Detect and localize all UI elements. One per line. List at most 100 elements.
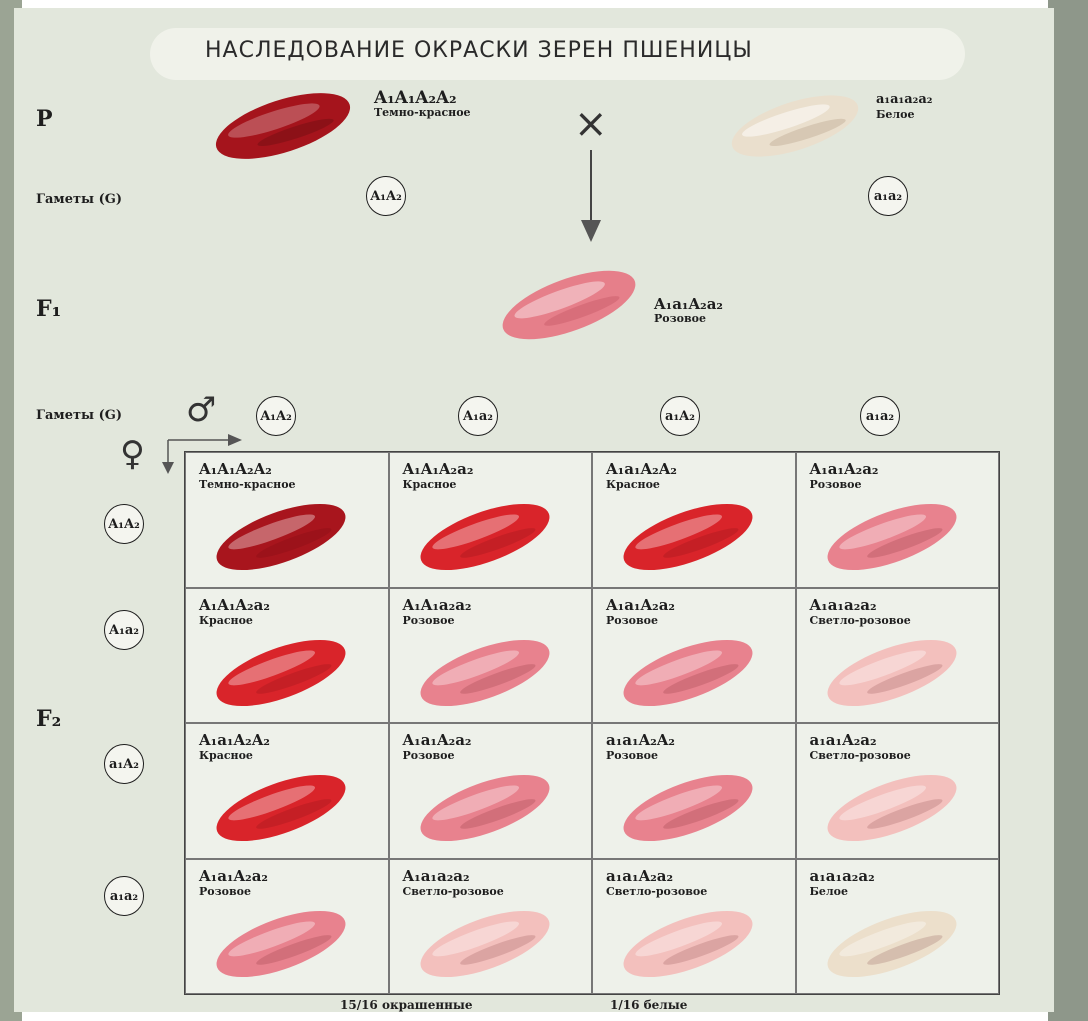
punnett-cell: A₁A₁A₂A₂Темно-красное (185, 452, 389, 588)
cell-phenotype: Светло-розовое (810, 614, 911, 627)
diagram-title: НАСЛЕДОВАНИЕ ОКРАСКИ ЗЕРЕН ПШЕНИЦЫ (205, 38, 753, 63)
wheat-grain (817, 631, 967, 715)
cross-symbol: × (574, 104, 608, 144)
punnett-cell: A₁a₁a₂a₂Светло-розовое (796, 588, 1000, 724)
grain-body (819, 766, 964, 850)
parent-2-phenotype: Белое (876, 108, 932, 121)
cell-phenotype: Розовое (403, 749, 455, 762)
cell-phenotype: Светло-розовое (810, 749, 911, 762)
wheat-grain (410, 902, 560, 986)
cell-phenotype: Розовое (606, 749, 658, 762)
cell-genotype: A₁A₁A₂A₂ (199, 461, 272, 477)
wheat-grain (206, 902, 356, 986)
grain-body (819, 631, 964, 715)
female-gamete-3: a₁A₂ (104, 744, 144, 784)
cell-phenotype: Красное (199, 614, 253, 627)
wheat-grain (410, 631, 560, 715)
cell-phenotype: Белое (810, 885, 849, 898)
parent-2-grain-body (725, 86, 865, 166)
f1-phenotype: Розовое (654, 312, 723, 325)
grain-body (819, 495, 964, 579)
male-gamete-1: A₁A₂ (256, 396, 296, 436)
label-f1: F₁ (36, 296, 61, 322)
label-gametes-parents: Гаметы (G) (36, 192, 122, 207)
male-gamete-4: a₁a₂ (860, 396, 900, 436)
grain-body (616, 902, 761, 986)
cell-genotype: a₁a₁a₂a₂ (810, 868, 875, 884)
parent-1-gamete: A₁A₂ (366, 176, 406, 216)
cell-genotype: A₁a₁A₂a₂ (403, 732, 472, 748)
grain-body (209, 766, 354, 850)
female-gamete-4: a₁a₂ (104, 876, 144, 916)
cell-genotype: A₁A₁a₂a₂ (403, 597, 472, 613)
female-symbol: ♀ (120, 436, 145, 472)
male-gamete-2: A₁a₂ (458, 396, 498, 436)
punnett-cell: a₁a₁A₂A₂Розовое (592, 723, 796, 859)
parent-1-phenotype: Темно-красное (374, 106, 471, 119)
wheat-grain (206, 766, 356, 850)
cell-phenotype: Красное (403, 478, 457, 491)
summary-white: 1/16 белые (610, 998, 687, 1012)
cross-arrow (576, 150, 606, 245)
female-gamete-2: A₁a₂ (104, 610, 144, 650)
cell-phenotype: Розовое (606, 614, 658, 627)
male-gamete-3: a₁A₂ (660, 396, 700, 436)
cell-phenotype: Розовое (199, 885, 251, 898)
cell-phenotype: Красное (199, 749, 253, 762)
cell-genotype: A₁a₁A₂A₂ (606, 461, 677, 477)
cell-phenotype: Светло-розовое (606, 885, 707, 898)
wheat-grain (817, 495, 967, 579)
label-gametes-f1: Гаметы (G) (36, 408, 122, 423)
parent-2-grain (720, 86, 870, 166)
f1-genotype: A₁a₁A₂a₂ (654, 296, 723, 312)
cell-genotype: a₁a₁A₂a₂ (606, 868, 673, 884)
grain-body (819, 902, 964, 986)
f1-grain (494, 262, 644, 348)
cell-phenotype: Темно-красное (199, 478, 296, 491)
male-symbol: ♂ (186, 392, 216, 428)
punnett-cell: A₁a₁A₂A₂Красное (185, 723, 389, 859)
wheat-grain (613, 495, 763, 579)
grain-body (209, 495, 354, 579)
cell-genotype: A₁a₁A₂a₂ (199, 868, 268, 884)
cell-genotype: A₁A₁A₂a₂ (199, 597, 270, 613)
grain-body (412, 902, 557, 986)
wheat-grain (410, 766, 560, 850)
label-p: P (36, 106, 53, 132)
cell-genotype: A₁a₁A₂a₂ (606, 597, 675, 613)
grain-body (209, 631, 354, 715)
wheat-grain (613, 766, 763, 850)
grain-body (616, 766, 761, 850)
wheat-grain (206, 495, 356, 579)
cell-phenotype: Красное (606, 478, 660, 491)
cell-genotype: a₁a₁A₂a₂ (810, 732, 877, 748)
grain-body (209, 902, 354, 986)
wheat-grain (410, 495, 560, 579)
cell-phenotype: Светло-розовое (403, 885, 504, 898)
parent-2-genotype: a₁a₁a₂a₂ (876, 92, 932, 108)
cell-genotype: A₁a₁a₂a₂ (403, 868, 470, 884)
cell-genotype: A₁a₁a₂a₂ (810, 597, 877, 613)
grain-body (412, 766, 557, 850)
female-gamete-1: A₁A₂ (104, 504, 144, 544)
grain-body (412, 631, 557, 715)
cell-phenotype: Розовое (810, 478, 862, 491)
grain-body (412, 495, 557, 579)
grain-body (616, 495, 761, 579)
summary-colored: 15/16 окрашенные (340, 998, 473, 1012)
wheat-grain (817, 902, 967, 986)
cell-genotype: A₁a₁A₂a₂ (810, 461, 879, 477)
cell-genotype: A₁a₁A₂A₂ (199, 732, 270, 748)
parent-1-genotype: A₁A₁A₂A₂ (374, 90, 471, 106)
wheat-grain (817, 766, 967, 850)
label-f2: F₂ (36, 706, 61, 732)
